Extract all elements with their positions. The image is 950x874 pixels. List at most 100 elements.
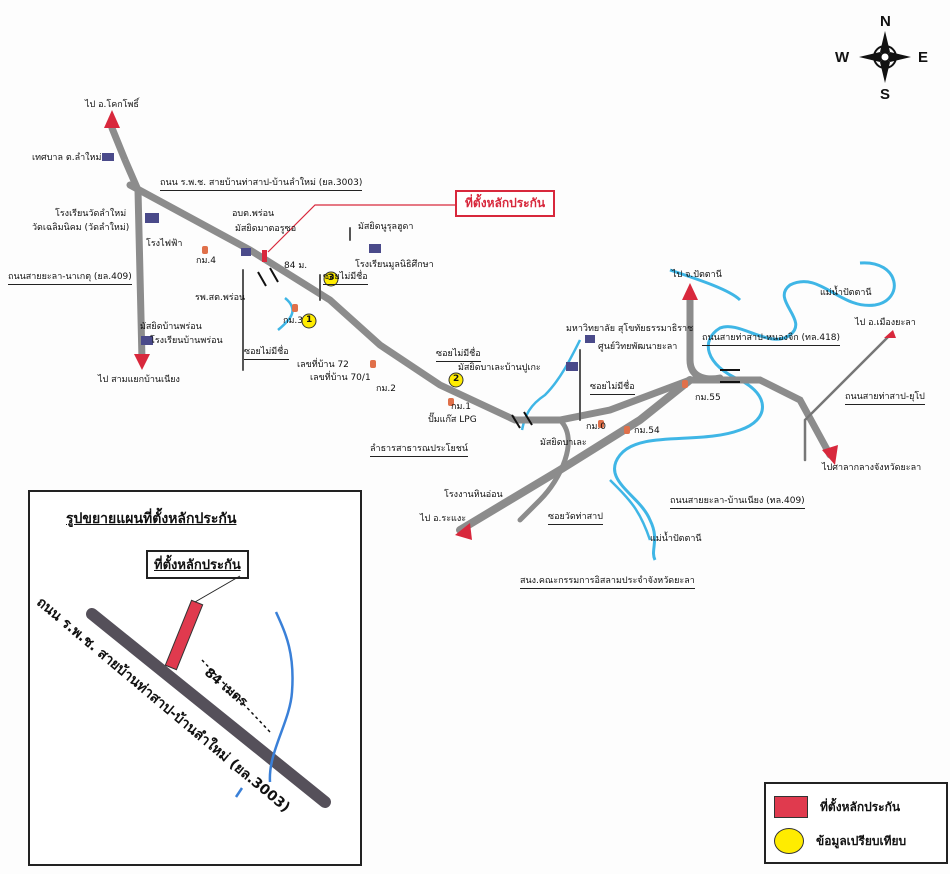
arrow-yala-center-icon [822, 445, 838, 465]
inset-callout: ที่ตั้งหลักประกัน [146, 550, 249, 579]
school-icon [141, 336, 153, 345]
label-public-stream: ลำธารสาธารณประโยชน์ [370, 444, 468, 457]
label-km1: กม.1 [451, 402, 471, 412]
label-univ: มหาวิทยาลัย สุโขทัยธรรมาธิราช [566, 324, 694, 334]
legend-swatch-yellow [774, 828, 804, 854]
inset-graphics [86, 575, 331, 808]
label-river-pattani-2: แม่น้ำปัตตานี [650, 534, 702, 544]
label-soi-5: ซอยไม่มีชื่อ [590, 382, 635, 395]
label-obt-phron: อบต.พร่อน [232, 209, 275, 219]
label-road-409-left: ถนนสายยะลา-นาเกตุ (ยล.409) [8, 272, 132, 285]
legend-swatch-red [774, 796, 808, 818]
label-islamic-office: สนง.คณะกรรมการอิสลามประจำจังหวัดยะลา [520, 576, 695, 589]
km3-post-icon [292, 304, 298, 312]
label-soi-wat-thasap: ซอยวัดท่าสาป [548, 512, 603, 525]
compass-n: N [880, 13, 891, 30]
label-road-3003: ถนน ร.พ.ช. สายบ้านท่าสาป-บ้านลำใหม่ (ยล.… [160, 178, 363, 191]
label-mosque-nurulhuda: มัสยิดนูรุลฮูดา [358, 222, 414, 232]
label-km55: กม.55 [695, 393, 721, 403]
label-ds-lamai: เทศบาล ต.ลำใหม่ [32, 153, 102, 163]
label-wat-choem: วัดเฉลิมนิคม (วัดลำใหม่) [32, 223, 130, 233]
legend-item-collateral: ที่ตั้งหลักประกัน [774, 796, 900, 818]
road-side-a [242, 227, 581, 421]
label-school-phron: โรงเรียนบ้านพร่อน [150, 336, 223, 346]
label-km0: กม.0 [586, 422, 606, 432]
label-to-raman: ไป อ.ระแงะ [420, 514, 467, 524]
inset-title: รูปขยายแผนที่ตั้งหลักประกัน [66, 511, 237, 527]
collateral-callout: ที่ตั้งหลักประกัน [455, 190, 556, 217]
compass-s: S [880, 86, 891, 103]
label-to-yala-center: ไปศาลากลางจังหวัดยะลา [822, 463, 922, 473]
label-lpg: ปั๊มแก๊ส LPG [428, 415, 477, 425]
compass-e: E [918, 49, 929, 66]
road-koktho [108, 124, 146, 364]
school-icon [369, 244, 381, 253]
label-mosque-matorucho: มัสยิดมาตอรูซอ [235, 224, 297, 234]
road-loop [517, 417, 571, 523]
inset-panel: รูปขยายแผนที่ตั้งหลักประกัน ที่ตั้งหลักป… [28, 490, 362, 866]
callout-line [267, 204, 455, 253]
comparison-marker-3 [323, 271, 339, 287]
river-branch-1 [669, 268, 742, 302]
road-418 [686, 296, 724, 383]
building-icon [102, 153, 114, 161]
label-mosque-pukae: มัสยิดบาเละบ้านปูเกะ [458, 363, 541, 373]
label-univ2: ศูนย์วิทยพัฒนายะลา [598, 342, 678, 352]
label-road-418: ถนนสายท่าสาป-หนองจิก (ทล.418) [702, 333, 841, 346]
label-house-70: เลขที่บ้าน 70/1 [310, 373, 371, 383]
compass-rose-icon [859, 31, 911, 83]
river-branch-2 [609, 479, 652, 541]
bridge-2-icon [511, 411, 533, 429]
arrow-raman-icon [455, 523, 472, 540]
arrow-samyaek-icon [134, 354, 150, 370]
label-mosque-phron: มัสยิดบ้านพร่อน [140, 322, 202, 332]
label-house-72: เลขที่บ้าน 72 [297, 360, 349, 370]
building-icon [241, 248, 251, 256]
road-yupo [803, 333, 892, 462]
school-icon [145, 213, 159, 223]
marker-1-label: 1 [306, 315, 313, 325]
label-to-mueang-yala: ไป อ.เมืองยะลา [855, 318, 916, 328]
label-road-409-right: ถนนสายยะลา-บ้านเนียง (ทล.409) [670, 496, 805, 509]
arrow-koktho-icon [104, 110, 120, 128]
label-marble-factory: โรงงานหินอ่อน [444, 490, 503, 500]
label-school-wat-lamai: โรงเรียนวัดลำใหม่ [55, 209, 127, 219]
km0-post-icon [598, 420, 604, 428]
marker-3-label: 3 [328, 273, 335, 283]
comparison-marker-1 [301, 313, 317, 329]
road-raman [456, 376, 694, 534]
label-distance-84: 84 ม. [284, 261, 308, 271]
collateral-site-marker [262, 250, 267, 262]
marker-2-label: 2 [453, 374, 460, 384]
label-soi-3: ซอยไม่มีชื่อ [436, 349, 481, 362]
label-km2: กม.2 [376, 384, 396, 394]
km4-post-icon [202, 246, 208, 254]
legend-label-comparison: ข้อมูลเปรียบเทียบ [816, 833, 907, 848]
label-to-khokpho: ไป อ.โคกโพธิ์ [85, 100, 139, 110]
label-road-thasap-yupo: ถนนสายท่าสาป-ยุโป [845, 392, 925, 405]
road-3003 [126, 181, 834, 459]
km54-post-icon [624, 426, 630, 434]
label-to-pattani: ไป จ.ปัตตานี [672, 270, 722, 280]
arrow-pattani-icon [682, 283, 698, 300]
label-km54: กม.54 [634, 426, 660, 436]
building-icon [585, 335, 595, 343]
comparison-marker-2 [448, 372, 464, 388]
compass-w: W [835, 49, 850, 66]
river-main [613, 261, 896, 561]
km2-post-icon [370, 360, 376, 368]
km1-post-icon [448, 398, 454, 406]
km55-post-icon [682, 380, 688, 388]
label-to-samyaek: ไป สามแยกบ้านเนียง [98, 375, 180, 385]
label-soi-2: ซอยไม่มีชื่อ [323, 272, 368, 285]
label-rong-fai-fa: โรงไฟฟ้า [146, 239, 183, 249]
label-mosque-balae: มัสยิดบาเละ [540, 438, 587, 448]
arrow-mueang-icon [884, 330, 896, 338]
legend: ที่ตั้งหลักประกัน ข้อมูลเปรียบเทียบ [764, 782, 948, 864]
stream-left [277, 297, 294, 331]
label-hospital: รพ.สต.พร่อน [195, 293, 246, 303]
label-km3: กม.3 [283, 316, 303, 326]
legend-item-comparison: ข้อมูลเปรียบเทียบ [774, 828, 906, 854]
